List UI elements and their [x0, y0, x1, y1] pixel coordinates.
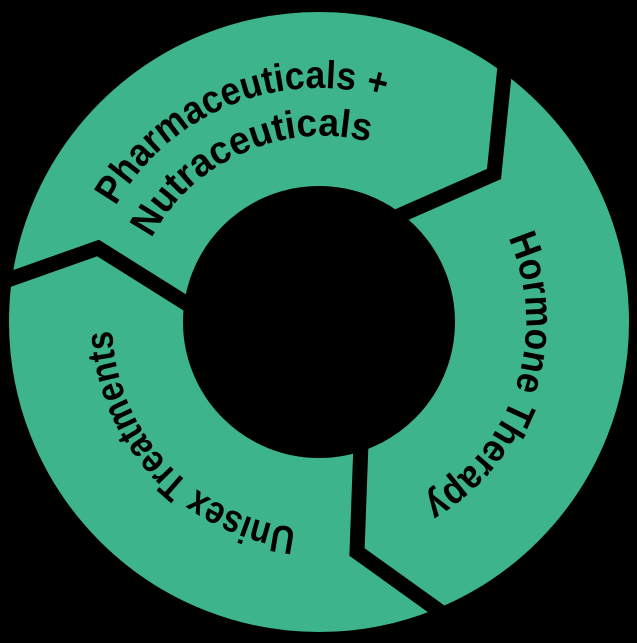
ring [9, 12, 629, 632]
gap-bottom [349, 442, 447, 620]
gap-top-right [390, 65, 513, 225]
segment-gaps [0, 65, 513, 620]
gap-left [0, 239, 196, 314]
